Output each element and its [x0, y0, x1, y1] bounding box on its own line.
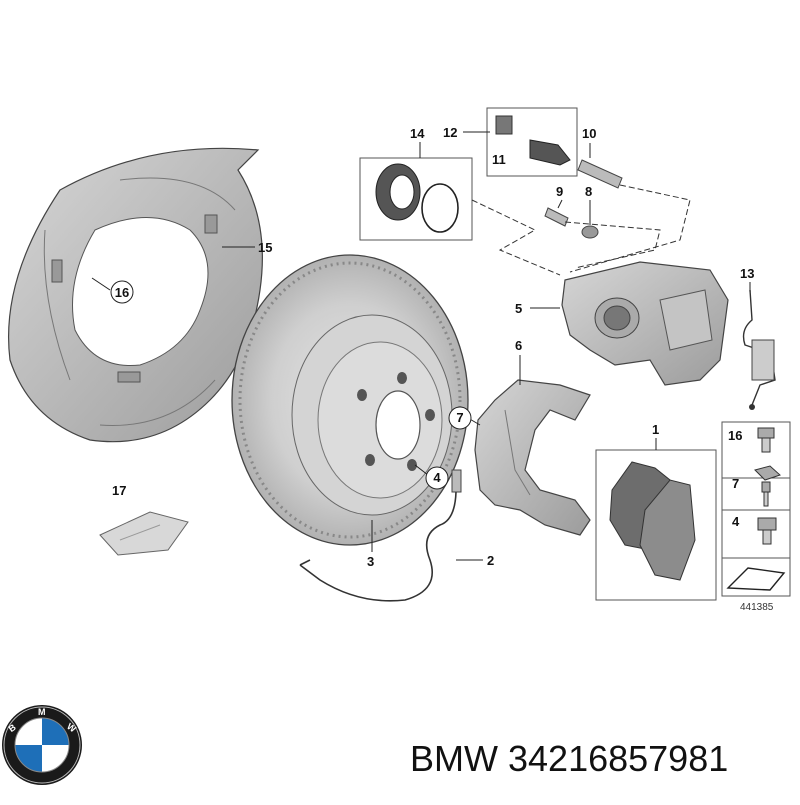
dust-shield	[7, 147, 263, 443]
piston-seal	[375, 163, 459, 233]
svg-text:B: B	[7, 722, 18, 734]
callout-circle-7	[448, 406, 472, 430]
callout-13: 13	[740, 266, 754, 281]
callout-16: 16	[115, 285, 129, 300]
diagram-number: 441385	[740, 602, 774, 613]
callout-14: 14	[410, 126, 425, 141]
brake-disc	[231, 254, 469, 546]
leader-lines	[91, 131, 751, 561]
svg-text:M: M	[38, 707, 46, 717]
fastener-key	[721, 421, 791, 597]
brake-caliper	[561, 261, 729, 386]
footer-caption: BMW 34216857981	[410, 738, 728, 780]
guide-bolt	[577, 159, 623, 189]
assembly-lines	[471, 184, 691, 276]
wear-sensor	[299, 469, 462, 602]
callout-circle-4	[425, 466, 449, 490]
guide-kit-box	[486, 107, 578, 177]
callout-12: 12	[443, 125, 457, 140]
key-label-7: 7	[732, 476, 739, 491]
callout-2: 2	[487, 553, 494, 568]
part-number: 34216857981	[508, 738, 729, 779]
callout-4: 4	[433, 470, 441, 485]
brake-carrier	[474, 379, 591, 536]
callout-17: 17	[112, 483, 126, 498]
callout-9: 9	[556, 184, 563, 199]
brake-pads	[609, 461, 696, 581]
grease-packet	[99, 511, 189, 556]
callout-6: 6	[515, 338, 522, 353]
callout-7: 7	[456, 410, 463, 425]
callout-11: 11	[492, 152, 506, 167]
seal-kit-box	[359, 157, 473, 241]
anti-rattle-spring	[742, 289, 776, 410]
callout-circle-16	[110, 280, 134, 304]
callout-8: 8	[585, 184, 592, 199]
guide-sleeve	[495, 115, 571, 166]
callout-5: 5	[515, 301, 522, 316]
bleed-valve	[544, 207, 569, 227]
callout-15: 15	[258, 240, 272, 255]
dust-cap	[581, 225, 599, 239]
callout-3: 3	[367, 554, 374, 569]
callout-1: 1	[652, 422, 659, 437]
key-label-16: 16	[728, 428, 742, 443]
key-label-4: 4	[732, 514, 740, 529]
brand-name: BMW	[410, 738, 498, 779]
bmw-logo: B M W	[2, 705, 82, 785]
callout-10: 10	[582, 126, 596, 141]
